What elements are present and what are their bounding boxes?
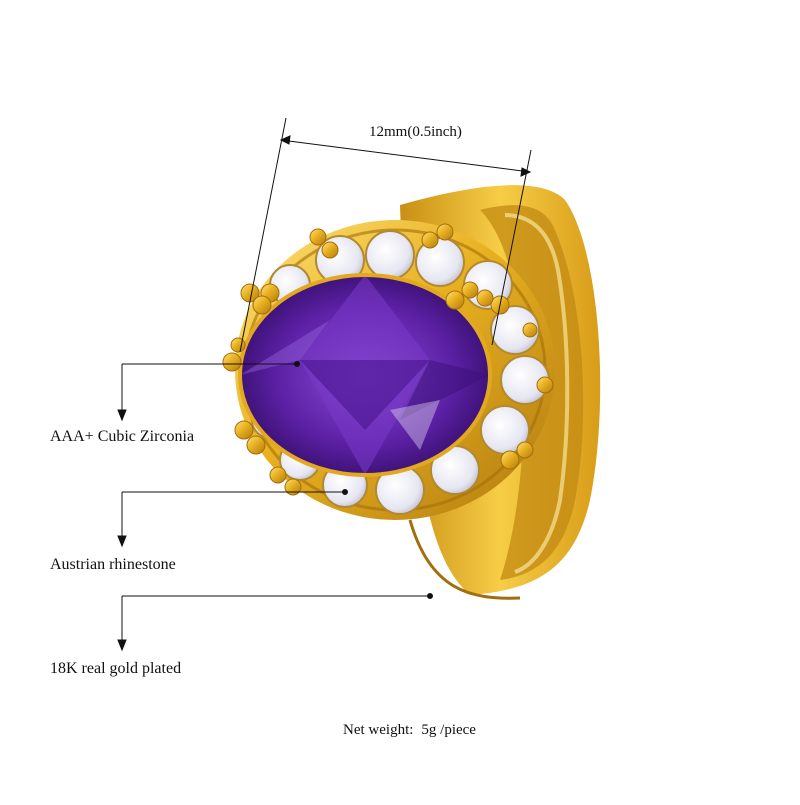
purple-stone [238, 273, 492, 477]
annotation-leaders [117, 361, 433, 652]
stone-label: AAA+ Cubic Zirconia [50, 428, 195, 445]
dimension-lines [239, 117, 532, 353]
net-weight-title: Net weight: [343, 722, 414, 738]
gold-prongs [222, 223, 554, 496]
net-weight-label: Net weight: 5g /piece [343, 722, 476, 739]
rhinestone-label: Austrian rhinestone [50, 556, 176, 573]
net-weight-value: 5g /piece [421, 722, 476, 738]
dimension-label: 12mm(0.5inch) [369, 124, 462, 140]
plating-label: 18K real gold plated [50, 660, 182, 677]
